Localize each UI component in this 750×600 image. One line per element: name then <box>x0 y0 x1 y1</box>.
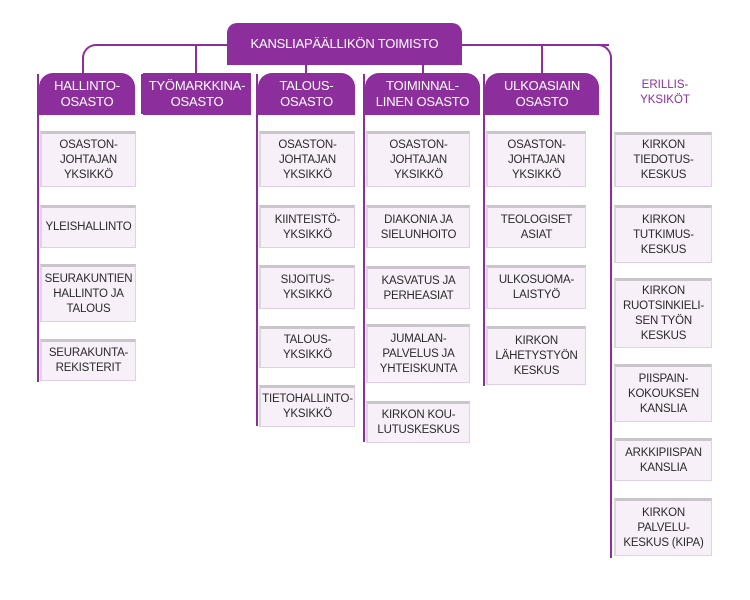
dept-header-talous: TALOUS- OSASTO <box>258 73 355 115</box>
unit-talous-3: SIJOITUS- YKSIKKÖ <box>259 265 355 309</box>
unit-ulkoasiain-3: ULKOSUOMA- LAISTYÖ <box>486 265 586 309</box>
unit-ulkoasiain-2: TEOLOGISET ASIAT <box>486 205 586 248</box>
dept-header-ulkoasiain: ULKOASIAIN OSASTO <box>485 73 599 115</box>
unit-ulkoasiain-4: KIRKON LÄHETYSTYÖN KESKUS <box>486 326 586 385</box>
unit-hallinto-1: OSASTON- JOHTAJAN YKSIKKÖ <box>40 131 136 187</box>
dept-header-toiminnallinen: TOIMINNAL- LINEN OSASTO <box>365 73 480 115</box>
unit-toiminnallinen-5: KIRKON KOU- LUTUSKESKUS <box>366 401 470 443</box>
dept-line-tyomarkkina <box>141 74 143 114</box>
unit-separate-2: KIRKON TUTKIMUS- KESKUS <box>614 205 712 263</box>
connector-drop-ulkoasiain <box>541 44 543 74</box>
unit-hallinto-3: SEURAKUNTIEN HALLINTO JA TALOUS <box>40 264 136 322</box>
unit-separate-1: KIRKON TIEDOTUS- KESKUS <box>614 132 712 187</box>
dept-line-hallinto <box>37 74 39 382</box>
dept-header-hallinto: HALLINTO- OSASTO <box>39 73 135 115</box>
connector-drop-tyomarkkina <box>195 44 197 74</box>
connector-right-drop <box>610 58 612 558</box>
unit-toiminnallinen-3: KASVATUS JA PERHEASIAT <box>366 266 470 309</box>
dept-line-toiminnallinen <box>363 74 365 442</box>
unit-separate-3: KIRKON RUOTSINKIELI- SEN TYÖN KESKUS <box>614 278 712 348</box>
unit-hallinto-2: YLEISHALLINTO <box>40 205 136 248</box>
unit-toiminnallinen-4: JUMALAN- PALVELUS JA YHTEISKUNTA <box>366 324 470 383</box>
unit-toiminnallinen-2: DIAKONIA JA SIELUNHOITO <box>366 205 470 248</box>
separate-units-label: ERILLIS- YKSIKÖT <box>640 79 690 106</box>
unit-talous-2: KIINTEISTÖ- YKSIKKÖ <box>259 205 355 248</box>
connector-left-drop <box>82 56 84 74</box>
unit-talous-4: TALOUS- YKSIKKÖ <box>259 326 355 368</box>
unit-toiminnallinen-1: OSASTON- JOHTAJAN YKSIKKÖ <box>366 131 470 187</box>
dept-header-tyomarkkina: TYÖMARKKINA- OSASTO <box>143 73 251 115</box>
unit-ulkoasiain-1: OSASTON- JOHTAJAN YKSIKKÖ <box>486 131 586 187</box>
dept-line-talous <box>256 74 258 426</box>
unit-hallinto-4: SEURAKUNTA- REKISTERIT <box>40 339 136 381</box>
connector-right-corner <box>596 44 612 60</box>
top-office-box: KANSLIAPÄÄLLIKÖN TOIMISTO <box>227 23 462 65</box>
unit-separate-4: PIISPAIN- KOKOUKSEN KANSLIA <box>614 364 712 422</box>
dept-line-ulkoasiain <box>483 74 485 386</box>
unit-separate-6: KIRKON PALVELU- KESKUS (KIPA) <box>614 498 712 556</box>
unit-separate-5: ARKKIPIISPAN KANSLIA <box>614 438 712 481</box>
connector-left-corner <box>82 44 98 60</box>
unit-talous-5: TIETOHALLINTO- YKSIKKÖ <box>259 385 355 427</box>
unit-talous-1: OSASTON- JOHTAJAN YKSIKKÖ <box>259 131 355 187</box>
